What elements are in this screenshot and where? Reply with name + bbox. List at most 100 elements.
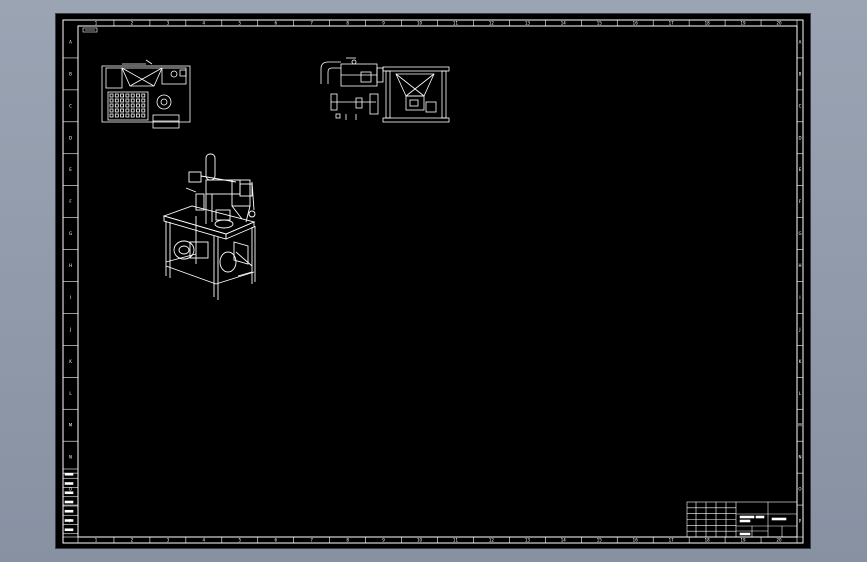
grid-cell (120, 113, 124, 118)
front-view-grid (109, 93, 146, 118)
front-view-panel (107, 91, 149, 121)
zone-label: 13 (525, 538, 531, 543)
zone-label: J (69, 327, 71, 332)
grid-cell (125, 93, 130, 98)
zone-label: 20 (776, 21, 782, 26)
zone-label: K (799, 359, 802, 364)
grid-cell (120, 98, 124, 103)
zone-label: H (798, 263, 801, 268)
zone-label: M (69, 423, 73, 428)
grid-cell (125, 103, 130, 108)
zone-label: 15 (597, 538, 603, 543)
zone-label: G (69, 231, 72, 236)
zone-label: 9 (382, 21, 385, 26)
zone-label: 6 (274, 21, 277, 26)
zone-label: E (799, 167, 802, 172)
zone-label: O (798, 487, 801, 492)
grid-cell (136, 108, 140, 113)
top-view-pipe (320, 61, 341, 84)
front-view-gear (156, 94, 172, 110)
grid-cell (136, 93, 140, 98)
zone-label: 17 (669, 538, 675, 543)
grid-cell (136, 113, 140, 118)
zone-label: O (69, 487, 72, 492)
grid-cell (120, 93, 124, 98)
zone-label: 18 (705, 21, 711, 26)
title-block (686, 501, 798, 538)
zone-label: 4 (203, 21, 206, 26)
zone-label: 16 (633, 21, 639, 26)
zone-label: 7 (310, 538, 313, 543)
revision-row-mark (64, 528, 74, 532)
revision-row-mark (64, 472, 74, 476)
inner-border (77, 25, 798, 538)
top-view (320, 57, 450, 123)
grid-cell (109, 113, 114, 118)
grid-cell (141, 108, 146, 113)
isometric-view (162, 153, 256, 300)
zone-label: 15 (597, 21, 603, 26)
sheet-border (62, 19, 804, 544)
zone-label: 1 (95, 538, 98, 543)
iso-hopper (231, 179, 251, 207)
sheet-corner-mark (82, 27, 98, 33)
revision-block (62, 468, 79, 544)
grid-cell (141, 93, 146, 98)
zone-label: 5 (239, 21, 242, 26)
zone-label: 1 (95, 21, 98, 26)
grid-cell (125, 108, 130, 113)
zone-label: C (799, 103, 802, 108)
zone-label: C (69, 103, 72, 108)
zone-label: 5 (239, 538, 242, 543)
zone-label: 16 (633, 538, 639, 543)
grid-cell (109, 103, 114, 108)
iso-column (205, 153, 216, 181)
revision-row-mark (64, 519, 74, 522)
zone-label: N (799, 455, 802, 460)
zone-label: N (69, 455, 72, 460)
zone-label: D (798, 135, 801, 140)
grid-cell (109, 98, 114, 103)
zone-label: B (69, 71, 72, 76)
zone-label: 9 (382, 538, 385, 543)
grid-cell (136, 103, 140, 108)
front-view (101, 59, 191, 129)
zone-label: M (798, 423, 802, 428)
zone-label: 4 (203, 538, 206, 543)
grid-cell (114, 108, 119, 113)
zone-label: 8 (346, 538, 349, 543)
zone-label: 20 (776, 538, 782, 543)
zone-label: 11 (453, 538, 459, 543)
zone-label: D (69, 135, 72, 140)
zone-label: 12 (489, 21, 495, 26)
zone-label: 2 (131, 538, 134, 543)
outer-border (62, 19, 804, 544)
zone-label: 12 (489, 538, 495, 543)
zone-label: I (70, 295, 71, 300)
grid-cell (141, 113, 146, 118)
grid-cell (114, 93, 119, 98)
zone-label: 3 (167, 538, 170, 543)
grid-cell (109, 93, 114, 98)
grid-cell (130, 108, 135, 113)
zone-label: 19 (741, 538, 747, 543)
grid-cell (130, 103, 135, 108)
grid-cell (114, 113, 119, 118)
zone-label: 14 (561, 21, 567, 26)
grid-cell (120, 103, 124, 108)
zone-label: B (799, 71, 802, 76)
grid-cell (114, 98, 119, 103)
grid-cell (125, 113, 130, 118)
top-view-beam (382, 66, 450, 72)
zone-label: 19 (741, 21, 747, 26)
grid-cell (141, 103, 146, 108)
grid-cell (114, 103, 119, 108)
revision-row-mark (64, 482, 74, 485)
zone-label: 7 (310, 21, 313, 26)
zone-label: 6 (274, 538, 277, 543)
grid-cell (130, 113, 135, 118)
zone-label: 3 (167, 21, 170, 26)
front-view-outline (101, 65, 191, 123)
zone-label: G (798, 231, 801, 236)
